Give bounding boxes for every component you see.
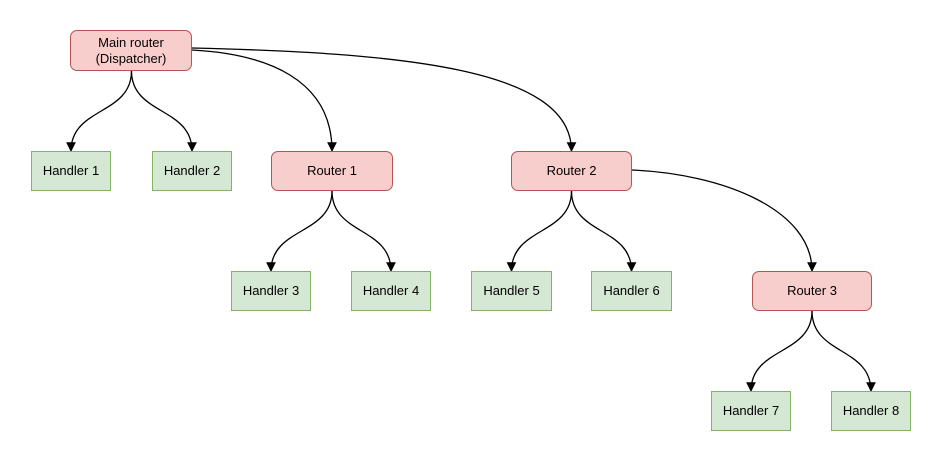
node-label: Handler 8 <box>842 403 900 419</box>
edge-main-router-to-handler-1 <box>66 70 133 152</box>
node-label: Router 1 <box>307 163 357 179</box>
node-label: Handler 5 <box>483 283 540 299</box>
edge-router-2-to-handler-6 <box>570 190 637 272</box>
node-main-router: Main router (Dispatcher) <box>70 30 192 71</box>
node-label: Router 3 <box>787 283 837 299</box>
node-handler-5: Handler 5 <box>471 271 552 311</box>
node-handler-3: Handler 3 <box>231 271 311 311</box>
edge-router-2-to-router-3 <box>631 169 817 272</box>
node-label: Handler 2 <box>163 163 221 179</box>
node-handler-6: Handler 6 <box>591 271 672 311</box>
node-router-1: Router 1 <box>271 151 393 191</box>
edge-router-3-to-handler-8 <box>811 310 876 392</box>
edge-main-router-to-router-2 <box>191 47 577 152</box>
node-label: Handler 7 <box>722 403 780 419</box>
node-handler-7: Handler 7 <box>711 391 791 431</box>
edge-router-2-to-handler-5 <box>506 190 573 272</box>
edge-main-router-to-router-1 <box>191 49 337 152</box>
node-label: Handler 3 <box>242 283 300 299</box>
node-handler-8: Handler 8 <box>831 391 911 431</box>
node-router-3: Router 3 <box>752 271 872 311</box>
edge-main-router-to-handler-2 <box>130 70 197 152</box>
node-label: Router 2 <box>546 163 597 179</box>
node-label: Handler 4 <box>362 283 420 299</box>
edge-router-1-to-handler-3 <box>266 190 333 272</box>
node-label: Handler 6 <box>603 283 660 299</box>
node-handler-4: Handler 4 <box>351 271 431 311</box>
edge-router-3-to-handler-7 <box>746 310 813 392</box>
node-router-2: Router 2 <box>511 151 632 191</box>
node-handler-2: Handler 2 <box>152 151 232 191</box>
node-label: Handler 1 <box>42 163 100 179</box>
node-handler-1: Handler 1 <box>31 151 111 191</box>
node-label: Main router (Dispatcher) <box>95 34 167 66</box>
edge-router-1-to-handler-4 <box>331 190 396 272</box>
